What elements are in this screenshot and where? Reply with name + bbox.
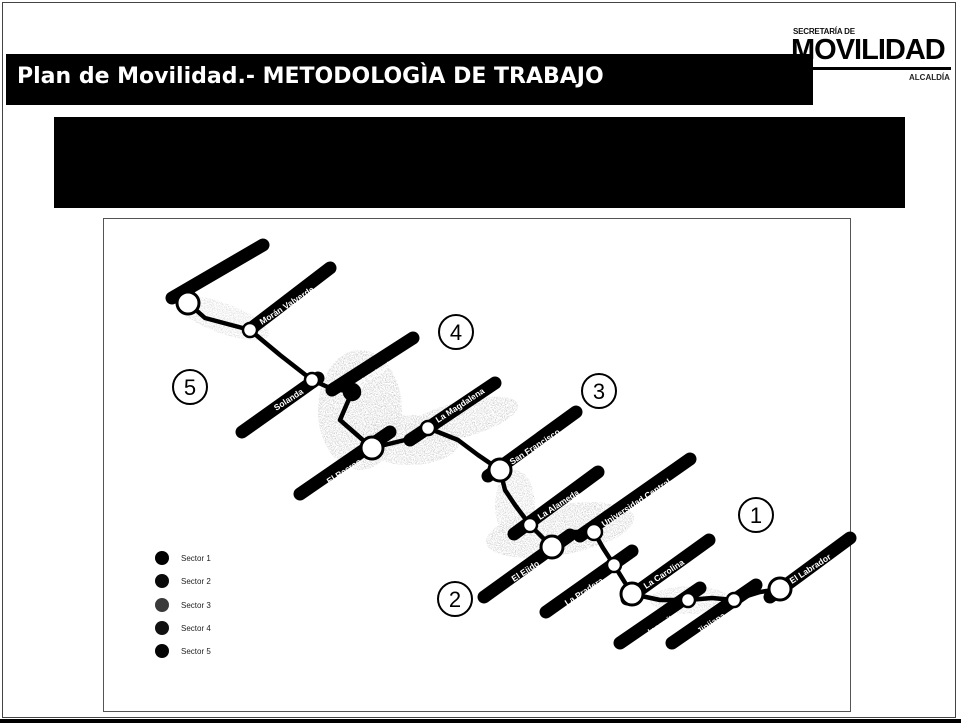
label-moran-valverde: Morán Valverde (258, 284, 316, 327)
sector-1-circle (738, 497, 774, 533)
sector-5-circle (172, 369, 208, 405)
sector-circles (172, 314, 774, 617)
page-title: Plan de Movilidad.- METODOLOGÌA DE TRABA… (17, 64, 604, 89)
sector-5-number: 5 (184, 375, 196, 400)
logo-main-text: MOVILIDAD (791, 34, 946, 66)
station-la-alameda-marker (521, 516, 539, 534)
label-el-labrador: El Labrador (788, 551, 834, 585)
legend-swatch-5 (155, 644, 169, 658)
bottom-strip (0, 719, 961, 723)
station-la-magdalena-marker (419, 419, 437, 437)
sector-4-circle (438, 314, 474, 350)
station-el-calzado-marker (342, 382, 362, 402)
title-bar (6, 54, 813, 105)
logo: SECRETARÍA DE MOVILIDAD ALCALDÍA (791, 19, 957, 89)
legend-swatch-4 (155, 621, 169, 635)
map-panel (103, 218, 851, 712)
sector-numbers: 1 2 3 4 5 (184, 320, 762, 612)
logo-sub-text: ALCALDÍA (909, 73, 950, 82)
station-el-ejido-marker (539, 534, 565, 560)
label-la-carolina: La Carolina (642, 557, 686, 591)
legend-label-3: Sector 3 (181, 601, 211, 610)
legend-label-5: Sector 5 (181, 647, 211, 656)
sector-3-circle (581, 373, 617, 409)
redacted-banner (54, 117, 905, 208)
station-moran-valverde-marker (241, 321, 259, 339)
legend-label-4: Sector 4 (181, 624, 211, 633)
legend-swatch-3 (155, 598, 169, 612)
station-jipijapa-marker (725, 591, 743, 609)
metro-route-line (186, 301, 781, 603)
legend-swatch-1 (155, 551, 169, 565)
station-solanda-marker (303, 371, 321, 389)
legend: Sector 1 Sector 2 Sector 3 Sector 4 Sect… (155, 551, 211, 658)
station-la-pradera-marker (605, 556, 623, 574)
station-inaquito-marker (679, 591, 697, 609)
station-san-francisco-marker (487, 457, 513, 483)
label-san-francisco: San Francisco (508, 427, 562, 467)
legend-label-2: Sector 2 (181, 577, 211, 586)
sector-4-number: 4 (450, 320, 462, 345)
station-markers (175, 290, 793, 609)
station-el-labrador-marker (767, 576, 793, 602)
legend-label-1: Sector 1 (181, 554, 211, 563)
station-el-recreo-marker (359, 435, 385, 461)
legend-swatch-2 (155, 574, 169, 588)
sector-2-circle (437, 581, 473, 617)
logo-underline (793, 67, 951, 70)
station-la-carolina-marker (619, 581, 645, 607)
station-quitumbe-marker (175, 290, 201, 316)
station-universidad-central-marker (584, 522, 604, 542)
sector-3-number: 3 (593, 379, 605, 404)
sector-1-number: 1 (750, 503, 762, 528)
station-labels: Quitumbe Morán Valverde Solanda El Calza… (197, 270, 834, 637)
label-universidad-central: Universidad Central (600, 477, 673, 529)
street-bars (165, 238, 857, 650)
sector-2-number: 2 (449, 587, 461, 612)
logo-top-text: SECRETARÍA DE (793, 27, 855, 36)
